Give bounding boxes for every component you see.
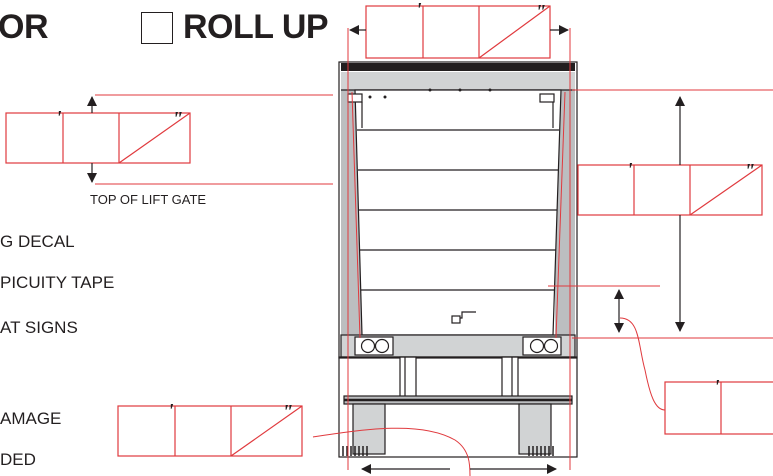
measurement-box-right-mid[interactable] <box>577 164 763 216</box>
checklist-item-5: DED <box>0 450 36 469</box>
dimension-arrows <box>87 25 685 474</box>
inches-mark: " <box>172 108 183 130</box>
inches-mark: " <box>535 1 546 23</box>
measurement-lines <box>95 28 773 476</box>
trailer-body <box>338 61 578 458</box>
header-title-fragment: OR <box>0 8 49 46</box>
inches-mark: " <box>744 160 755 182</box>
unit-marks: ' " ' " ' " ' " ' <box>56 0 755 423</box>
measurement-box-bottom-right[interactable] <box>664 381 773 435</box>
feet-mark: ' <box>627 159 633 181</box>
checklist-item-2: PICUITY TAPE <box>0 273 115 292</box>
measurement-box-bottom-left[interactable] <box>117 405 303 457</box>
feet-mark: ' <box>714 376 720 398</box>
top-of-lift-gate-label: TOP OF LIFT GATE <box>90 192 207 207</box>
measurement-box-left-top[interactable] <box>5 112 191 164</box>
checklist-item-1: G DECAL <box>0 232 75 251</box>
inches-mark: " <box>282 401 293 423</box>
roll-up-label: ROLL UP <box>183 8 329 46</box>
roll-up-checkbox[interactable] <box>141 12 173 44</box>
feet-mark: ' <box>416 0 422 21</box>
checklist-item-4: AMAGE <box>0 409 62 428</box>
feet-mark: ' <box>168 400 174 422</box>
feet-mark: ' <box>56 107 62 129</box>
checklist-item-3: AT SIGNS <box>0 318 78 337</box>
measurement-box-top[interactable] <box>365 5 551 59</box>
